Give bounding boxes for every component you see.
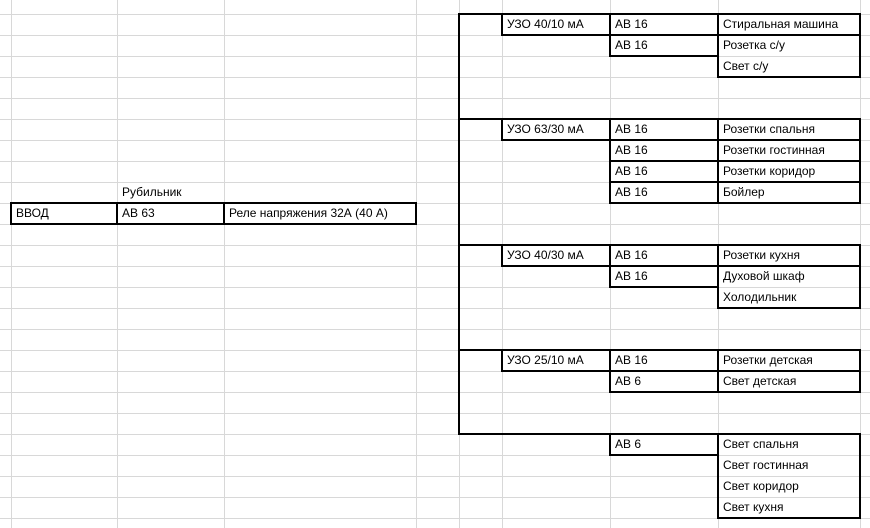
load-cell[interactable]: Розетки коридор xyxy=(723,164,816,178)
grid-line-horizontal xyxy=(0,14,870,15)
breaker-box xyxy=(609,265,719,288)
load-cell[interactable]: Свет кухня xyxy=(723,500,784,514)
rcd-cell[interactable]: УЗО 40/10 мА xyxy=(507,17,584,31)
grid-line-horizontal xyxy=(0,287,870,288)
load-cell[interactable]: Холодильник xyxy=(723,290,797,304)
load-separator-line xyxy=(717,181,861,183)
grid-line-horizontal xyxy=(0,140,870,141)
voltage-relay-cell[interactable]: Реле напряжения 32А (40 А) xyxy=(229,206,388,220)
grid-line-horizontal xyxy=(0,56,870,57)
input-cell[interactable]: ВВОД xyxy=(16,206,49,220)
grid-line-horizontal xyxy=(0,413,870,414)
breaker-cell[interactable]: АВ 16 xyxy=(615,353,648,367)
breaker-box xyxy=(609,181,719,204)
group-connector-line xyxy=(458,118,503,120)
main-feed-divider xyxy=(223,202,225,225)
grid-line-horizontal xyxy=(0,434,870,435)
load-cell[interactable]: Свет коридор xyxy=(723,479,799,493)
rcd-cell[interactable]: УЗО 63/30 мА xyxy=(507,122,584,136)
grid-line-horizontal xyxy=(0,455,870,456)
breaker-box xyxy=(609,370,719,393)
grid-line-horizontal xyxy=(0,77,870,78)
grid-line-horizontal xyxy=(0,476,870,477)
load-separator-line xyxy=(717,370,861,372)
load-cell[interactable]: Свет с/у xyxy=(723,59,769,73)
load-cell[interactable]: Розетки кухня xyxy=(723,248,800,262)
load-cell[interactable]: Розетки гостинная xyxy=(723,143,825,157)
group-connector-line xyxy=(458,13,503,15)
grid-line-horizontal xyxy=(0,392,870,393)
grid-line-horizontal xyxy=(0,119,870,120)
grid-line-horizontal xyxy=(0,203,870,204)
group-connector-line xyxy=(458,244,503,246)
grid-line-horizontal xyxy=(0,35,870,36)
load-cell[interactable]: Розетки спальня xyxy=(723,122,815,136)
breaker-cell[interactable]: АВ 16 xyxy=(615,38,648,52)
breaker-cell[interactable]: АВ 16 xyxy=(615,143,648,157)
breaker-cell[interactable]: АВ 16 xyxy=(615,122,648,136)
grid-line-vertical xyxy=(224,0,225,528)
grid-line-vertical xyxy=(416,0,417,528)
breaker-cell[interactable]: АВ 16 xyxy=(615,269,648,283)
breaker-cell[interactable]: АВ 6 xyxy=(615,374,642,388)
load-cell[interactable]: Бойлер xyxy=(723,185,765,199)
main-breaker-cell[interactable]: АВ 63 xyxy=(122,206,155,220)
grid-line-vertical xyxy=(11,0,12,528)
grid-line-horizontal xyxy=(0,245,870,246)
load-box xyxy=(717,433,861,519)
grid-line-horizontal xyxy=(0,224,870,225)
grid-line-horizontal xyxy=(0,350,870,351)
breaker-cell[interactable]: АВ 16 xyxy=(615,17,648,31)
group-connector-line xyxy=(458,349,503,351)
rcd-cell[interactable]: УЗО 40/30 мА xyxy=(507,248,584,262)
load-cell[interactable]: Свет гостинная xyxy=(723,458,809,472)
grid-line-horizontal xyxy=(0,518,870,519)
rcd-cell[interactable]: УЗО 25/10 мА xyxy=(507,353,584,367)
load-separator-line xyxy=(717,265,861,267)
grid-line-horizontal xyxy=(0,161,870,162)
breaker-cell[interactable]: АВ 16 xyxy=(615,185,648,199)
grid-line-horizontal xyxy=(0,497,870,498)
grid-line-horizontal xyxy=(0,182,870,183)
grid-line-horizontal xyxy=(0,98,870,99)
main-feed-box xyxy=(10,202,417,225)
main-feed-divider xyxy=(116,202,118,225)
grid-line-horizontal xyxy=(0,329,870,330)
breaker-box xyxy=(609,34,719,57)
load-cell[interactable]: Свет детская xyxy=(723,374,797,388)
load-cell[interactable]: Розетки детская xyxy=(723,353,813,367)
grid-line-horizontal xyxy=(0,308,870,309)
grid-line-horizontal xyxy=(0,371,870,372)
load-separator-line xyxy=(717,34,861,36)
breaker-cell[interactable]: АВ 6 xyxy=(615,437,642,451)
grid-line-vertical xyxy=(117,0,118,528)
load-cell[interactable]: Свет спальня xyxy=(723,437,799,451)
load-cell[interactable]: Стиральная машина xyxy=(723,17,839,31)
load-separator-line xyxy=(717,139,861,141)
grid-line-horizontal xyxy=(0,266,870,267)
breaker-box xyxy=(609,433,719,456)
bus-line xyxy=(458,13,460,435)
breaker-cell[interactable]: АВ 16 xyxy=(615,248,648,262)
load-cell[interactable]: Розетка с/у xyxy=(723,38,786,52)
group-connector-line xyxy=(458,433,611,435)
breaker-cell[interactable]: АВ 16 xyxy=(615,164,648,178)
load-cell[interactable]: Духовой шкаф xyxy=(723,269,805,283)
load-separator-line xyxy=(717,160,861,162)
switch-label-cell[interactable]: Рубильник xyxy=(122,185,182,199)
